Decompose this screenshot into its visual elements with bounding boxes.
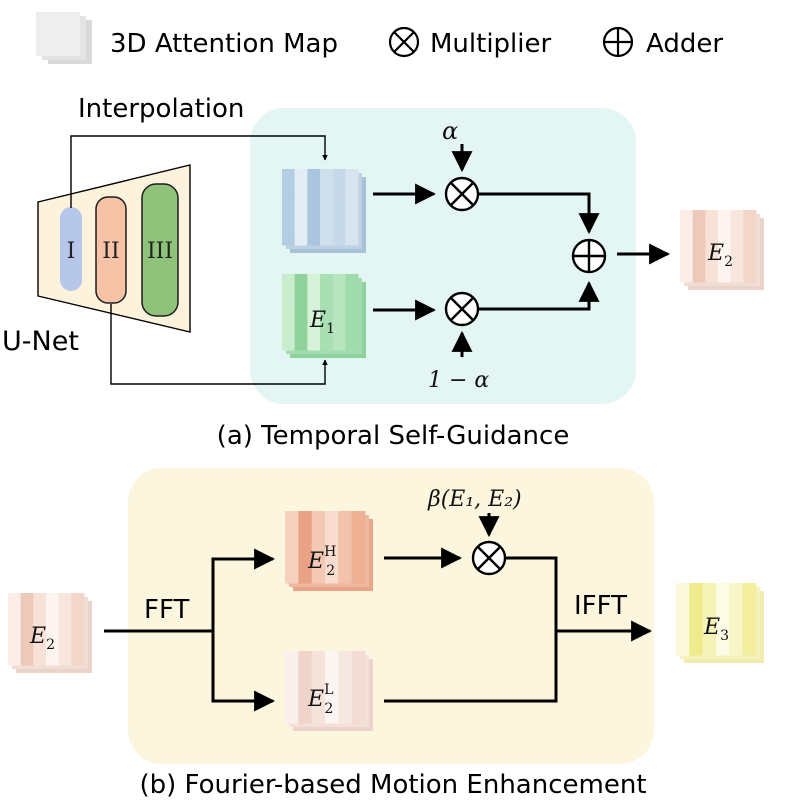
attention-map-legend-label: 3D Attention Map [110, 29, 338, 59]
attention-map-legend-icon [36, 12, 92, 64]
e2-low-frequency-map [285, 651, 373, 731]
beta-label: β(E₁, E₂) [427, 487, 522, 512]
adder [571, 238, 607, 274]
unet-block-I [60, 207, 82, 291]
multiplier-legend-icon [388, 26, 420, 58]
legend: 3D Attention Map Multiplier Adder [36, 12, 723, 64]
e2-input-map [8, 593, 92, 673]
interpolation-label: Interpolation [78, 94, 244, 124]
interpolated-attention-map [282, 169, 366, 253]
panel-b-caption: (b) Fourier-based Motion Enhancement [139, 770, 646, 800]
alpha-label: α [442, 117, 458, 145]
unet-block-II-label: II [102, 239, 119, 264]
unet-block-II [95, 196, 127, 304]
panel-a-caption: (a) Temporal Self-Guidance [217, 421, 570, 451]
e2-input-label: E2 [29, 624, 55, 653]
fft-label: FFT [144, 595, 189, 625]
e3-output-label: E3 [703, 615, 729, 644]
unet-block-III-label: III [147, 239, 173, 264]
e3-output-map [676, 583, 764, 663]
top-branch-to-adder [478, 192, 600, 235]
e2-high-frequency-map [285, 511, 373, 591]
adder-legend-label: Adder [646, 29, 723, 59]
fft-to-low-frequency [211, 631, 276, 712]
bottom-branch-to-adder [478, 280, 600, 311]
multiplier-legend-label: Multiplier [430, 29, 552, 59]
bottom-multiplier [444, 291, 480, 327]
interpolation-connector-bottom [110, 304, 328, 385]
low-to-merge [384, 632, 558, 703]
fft-to-high-frequency [211, 548, 276, 631]
one-minus-alpha-label: 1 − α [428, 368, 489, 393]
ifft-label: IFFT [574, 591, 627, 621]
e2-output-map [680, 210, 764, 290]
multiplier-to-merge [506, 556, 558, 632]
unet-block-III [141, 183, 179, 317]
e1-label: E1 [309, 308, 335, 337]
panel-b-background [128, 468, 654, 764]
e2-output-label: E2 [707, 241, 733, 270]
beta-multiplier [471, 540, 507, 576]
unet-label: U-Net [2, 326, 79, 357]
adder-legend-icon [602, 26, 634, 58]
e1-attention-map [282, 274, 366, 358]
top-multiplier [444, 176, 480, 212]
interpolation-connector-top [70, 135, 328, 208]
unet-block-I-label: I [67, 239, 76, 264]
